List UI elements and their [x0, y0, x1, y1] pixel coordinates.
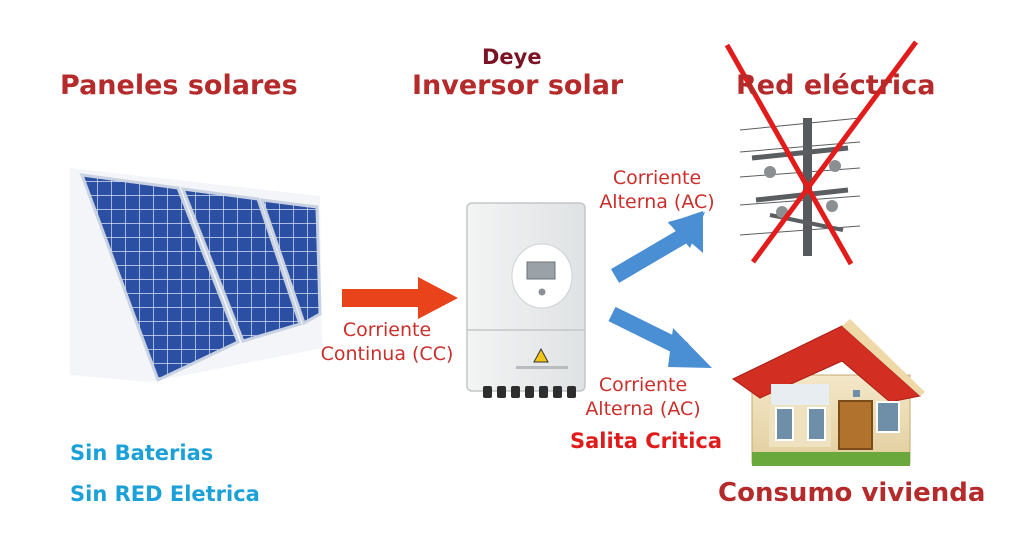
solar-panels-title: Paneles solares: [60, 70, 298, 101]
ac-grid-flow-arrow: [610, 211, 705, 283]
dc-flow-label-line1: Corriente: [342, 319, 432, 341]
solar-panels-illustration: [70, 168, 322, 383]
ac-home-flow-arrow: [608, 306, 712, 368]
dc-flow-label: Corriente Continua (CC): [312, 318, 462, 366]
ac-home-flow-label-line1: Corriente: [598, 374, 688, 396]
dc-flow-arrow: [342, 277, 458, 319]
critical-output-label: Salita Critica: [570, 429, 723, 453]
ac-grid-flow-label-line1: Corriente: [612, 167, 702, 189]
grid-title: Red eléctrica: [736, 70, 936, 101]
ac-home-flow-label: Corriente Alterna (AC): [572, 373, 714, 421]
home-consumption-title: Consumo vivienda: [718, 478, 986, 508]
no-batteries-note: Sin Baterias: [70, 441, 214, 465]
inverter-illustration: [466, 202, 586, 398]
no-grid-note: Sin RED Eletrica: [70, 482, 260, 506]
ac-grid-flow-label: Corriente Alterna (AC): [586, 166, 728, 214]
ac-grid-flow-label-line2: Alterna (AC): [599, 191, 715, 213]
grid-disabled-cross-icon: [724, 40, 919, 266]
inverter-title: Inversor solar: [412, 70, 624, 101]
house-illustration: [732, 319, 925, 466]
dc-flow-label-line2: Continua (CC): [320, 343, 454, 365]
ac-home-flow-label-line2: Alterna (AC): [585, 398, 701, 420]
brand-label: Deye: [482, 45, 542, 69]
